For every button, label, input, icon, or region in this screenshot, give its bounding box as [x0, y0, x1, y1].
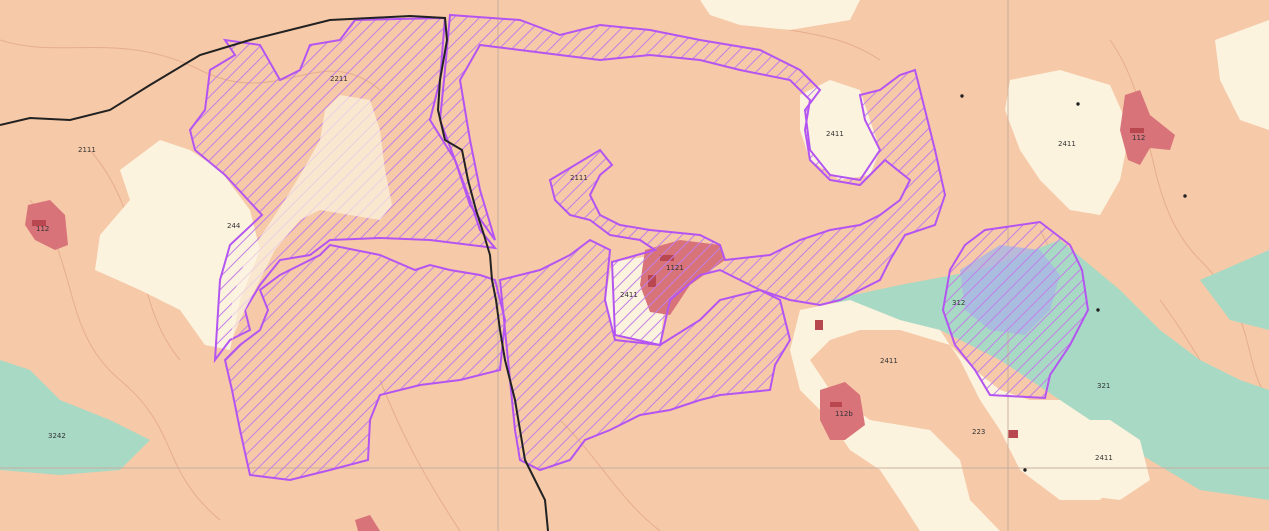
building-4	[32, 220, 46, 226]
hatched-parcel-right[interactable]	[438, 13, 947, 472]
label-312: 312	[952, 299, 965, 307]
label-2411-bottom-right: 2411	[1095, 454, 1113, 462]
cream-zone-far-right	[1215, 20, 1269, 130]
hatched-parcel-circular[interactable]	[941, 220, 1090, 400]
urban-zone-tr	[1120, 90, 1175, 165]
cream-zone-br	[1060, 420, 1150, 500]
label-3242: 3242	[48, 432, 66, 440]
building-7	[1008, 430, 1018, 438]
point-markers	[960, 94, 1187, 472]
label-112-left: 112	[36, 225, 49, 233]
label-2111-mid: 2111	[570, 174, 588, 182]
urban-zone-left	[25, 200, 68, 250]
cream-zone-center	[790, 300, 1130, 531]
zone-labels: 2111 2211 2111 244 2411 2411 2411 2411 2…	[36, 75, 1145, 462]
label-2211-top: 2211	[330, 75, 348, 83]
building-5	[830, 402, 842, 407]
cream-zone-top	[700, 0, 860, 30]
urban-zone-bottom	[820, 382, 865, 440]
cream-inner-left-parcel	[232, 95, 392, 340]
cream-zone-2411-top	[800, 80, 880, 180]
label-244: 244	[227, 222, 241, 230]
label-2411-top-right: 2411	[1058, 140, 1076, 148]
building-6	[815, 320, 823, 330]
cream-zone-2411-tr	[1005, 70, 1130, 215]
building-3	[1130, 128, 1144, 133]
label-2411-center: 2411	[620, 291, 638, 299]
label-223: 223	[972, 428, 985, 436]
label-321: 321	[1097, 382, 1110, 390]
teal-zone-far-right	[1200, 250, 1269, 330]
label-2111-top-left: 2111	[78, 146, 96, 154]
road-line	[0, 14, 549, 531]
label-112-bottom: 112b	[835, 410, 853, 418]
label-112-top-right: 112	[1132, 134, 1145, 142]
label-2411-right: 2411	[880, 357, 898, 365]
label-112-center: 1121	[666, 264, 684, 272]
label-2411-top: 2411	[826, 130, 844, 138]
teal-zone-left	[0, 360, 150, 475]
urban-zone-bottom-left	[355, 515, 380, 531]
